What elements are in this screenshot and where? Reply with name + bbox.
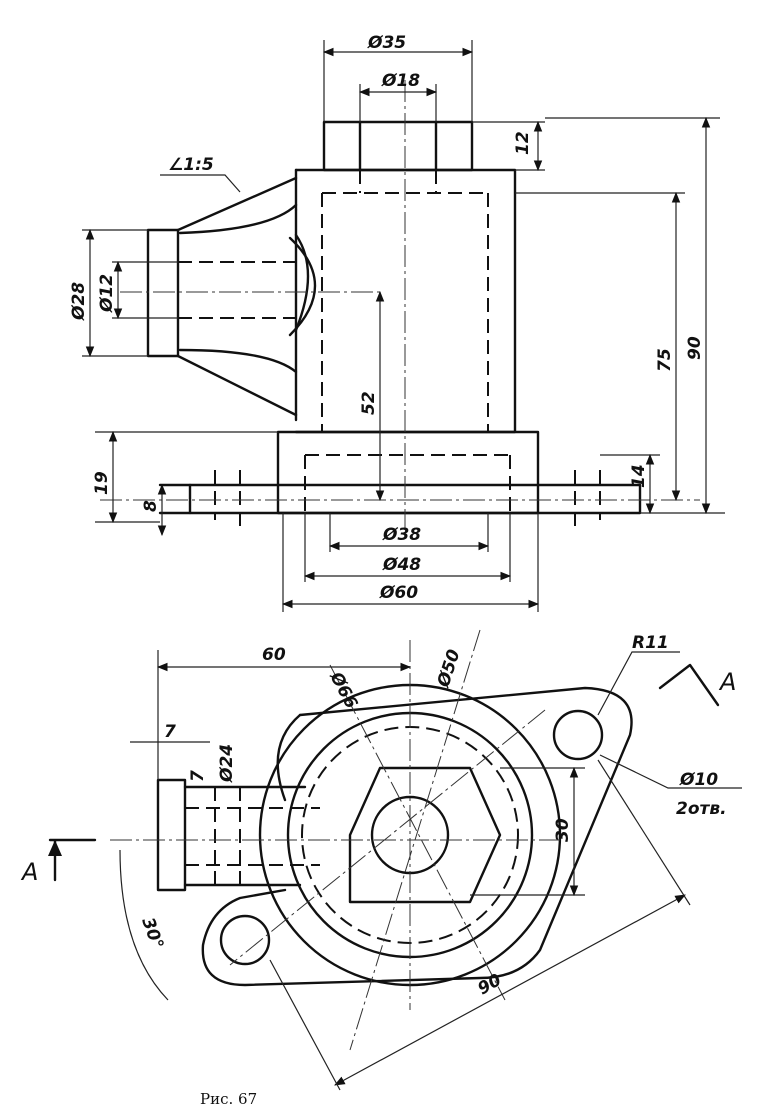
- section-a-left: A: [20, 858, 38, 886]
- dim-d24: Ø24: [217, 744, 237, 783]
- side-boss: [146, 228, 180, 358]
- dim-30: 30: [553, 818, 573, 842]
- dim-8: 8: [141, 500, 161, 512]
- dim-d48: Ø48: [382, 555, 421, 575]
- dim-d60: Ø60: [379, 583, 418, 603]
- dim-14: 14: [629, 464, 649, 488]
- dim-52: 52: [359, 391, 379, 415]
- figure-caption: Рис. 67: [200, 1090, 257, 1108]
- dim-90: 90: [685, 336, 705, 360]
- hole-left: [219, 914, 271, 966]
- dim-d28: Ø28: [69, 282, 89, 321]
- dim-12: 12: [513, 131, 533, 155]
- dim-d18: Ø18: [381, 71, 420, 91]
- dim-d10: Ø10: [679, 770, 718, 790]
- dim-d12: Ø12: [97, 274, 117, 313]
- plan-view: 60 Ø66 Ø50 R11 A A 7 7 Ø24 Ø10 2отв. 30 …: [20, 629, 742, 1091]
- plan-side-boss: [156, 778, 187, 892]
- front-view: Ø35 Ø18 12 ∠1:5 Ø28 Ø12 52 75 90: [69, 33, 725, 612]
- dim-7b: 7: [188, 770, 208, 782]
- dim-19: 19: [92, 471, 112, 495]
- dim-taper: ∠1:5: [168, 155, 214, 175]
- dim-60: 60: [262, 645, 286, 665]
- hole-right: [552, 709, 604, 761]
- dim-2holes: 2отв.: [676, 799, 727, 819]
- dim-d50: Ø50: [433, 647, 464, 691]
- dim-d38: Ø38: [382, 525, 421, 545]
- dim-30deg: 30°: [137, 915, 167, 952]
- dim-75: 75: [655, 348, 675, 372]
- section-a-right: A: [718, 668, 736, 696]
- dim-r11: R11: [632, 633, 669, 653]
- base-flange: [276, 430, 540, 515]
- dim-d66: Ø66: [325, 668, 361, 712]
- top-cap: [322, 120, 474, 172]
- dim-d35: Ø35: [367, 33, 406, 53]
- dim-7a: 7: [164, 722, 176, 742]
